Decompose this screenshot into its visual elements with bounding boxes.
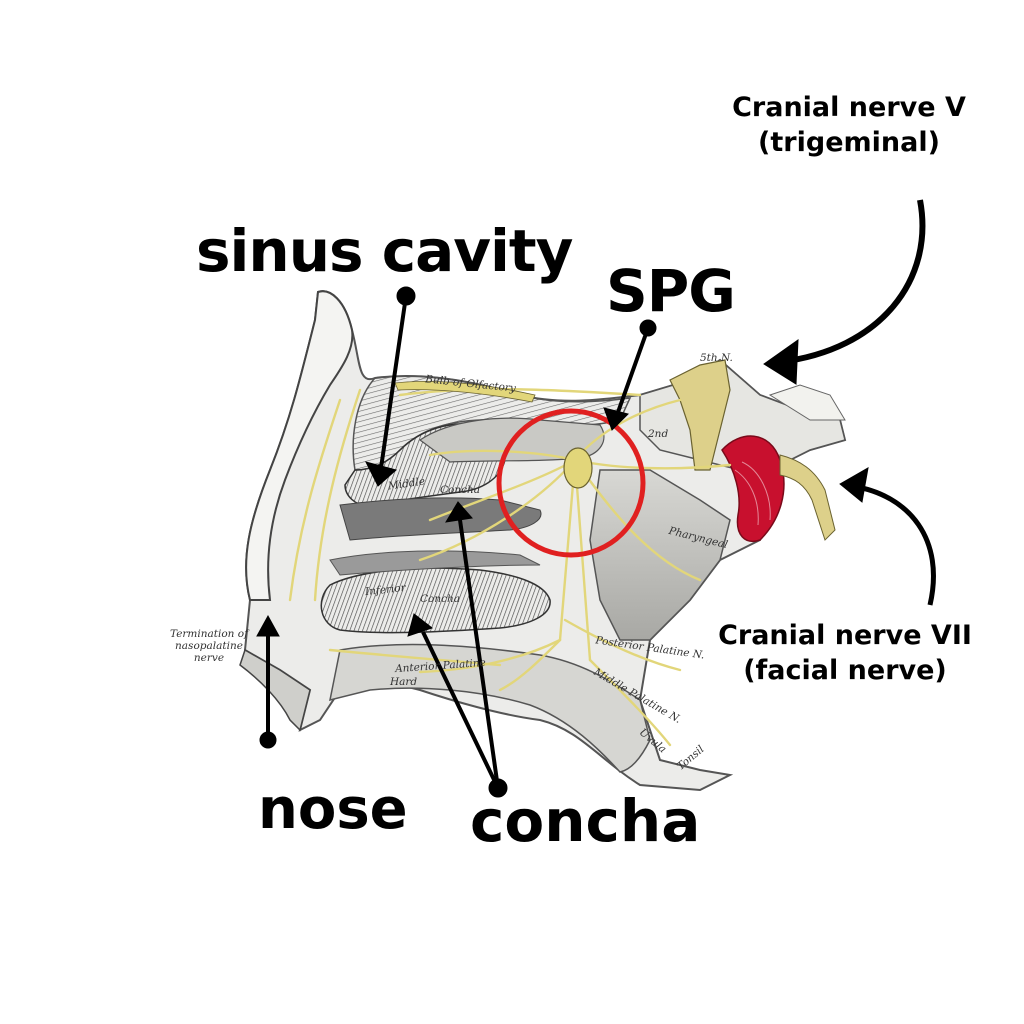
sinus-cavity-pointer-head: [365, 461, 398, 487]
spg-label: SPG: [606, 257, 736, 325]
trigeminal-trunk-shape: [669, 359, 731, 471]
cranial-nerve-v-line2: (trigeminal): [758, 127, 940, 159]
concha-caption-middle: Concha: [440, 484, 481, 496]
middle-meatus-shape: [339, 497, 542, 541]
red-ganglion-shape: [721, 435, 785, 542]
cn5-curved-arrow: [779, 199, 926, 365]
spg-highlight-circle: [496, 408, 646, 558]
posterior-bones-shape: [768, 384, 846, 421]
cranial-nerve-v-line1: Cranial nerve V: [732, 92, 966, 123]
cranial-nerve-vii-line1: Cranial nerve VII: [718, 620, 972, 651]
concha-pointer-line-upper: [458, 519, 500, 789]
spg-ganglion-shape: [563, 447, 593, 489]
sinus-cavity-pointer-line: [379, 295, 408, 469]
cn5-arrow-head: [763, 339, 799, 385]
termination-line1: Termination of: [170, 628, 248, 640]
olfactory-bulb-shape: [394, 380, 536, 403]
concha-caption-inferior: Concha: [420, 593, 461, 605]
cn7-curved-arrow: [851, 483, 936, 606]
nose-pointer-head: [256, 614, 280, 637]
pterygoid-region-shape: [589, 469, 731, 641]
cranial-nerve-vii-line2: (facial nerve): [743, 655, 947, 687]
second-division-caption: 2nd: [648, 428, 669, 440]
nose-front-shape: [245, 290, 354, 601]
cranial-nerve-vii-label: Cranial nerve VII (facial nerve): [694, 618, 996, 688]
termination-caption: Termination of nasopalatine nerve: [170, 628, 248, 664]
spg-pointer-line: [615, 327, 650, 416]
cranial-nerve-v-label: Cranial nerve V (trigeminal): [708, 90, 990, 160]
annotation-arrows: [256, 199, 936, 798]
fifth-nerve-caption: 5th N.: [700, 352, 733, 364]
inferior-meatus-shape: [329, 550, 541, 576]
concha-pointer-head-upper: [445, 501, 473, 523]
sinus-cavity-label: sinus cavity: [196, 217, 573, 285]
concha-label: concha: [470, 787, 701, 855]
termination-line3: nerve: [193, 652, 225, 665]
nose-label: nose: [258, 777, 408, 842]
cn7-arrow-head: [839, 467, 869, 503]
nostril-shape: [239, 648, 311, 732]
hard-caption: Hard: [390, 676, 418, 688]
spg-pointer-head: [603, 407, 629, 431]
facial-nerve-branch: [779, 454, 836, 541]
hard-palate-shape: [329, 643, 651, 773]
concha-pointer-line-lower: [421, 631, 500, 789]
termination-line2: nasopalatine: [175, 640, 243, 653]
concha-pointer-head-lower: [407, 613, 434, 637]
